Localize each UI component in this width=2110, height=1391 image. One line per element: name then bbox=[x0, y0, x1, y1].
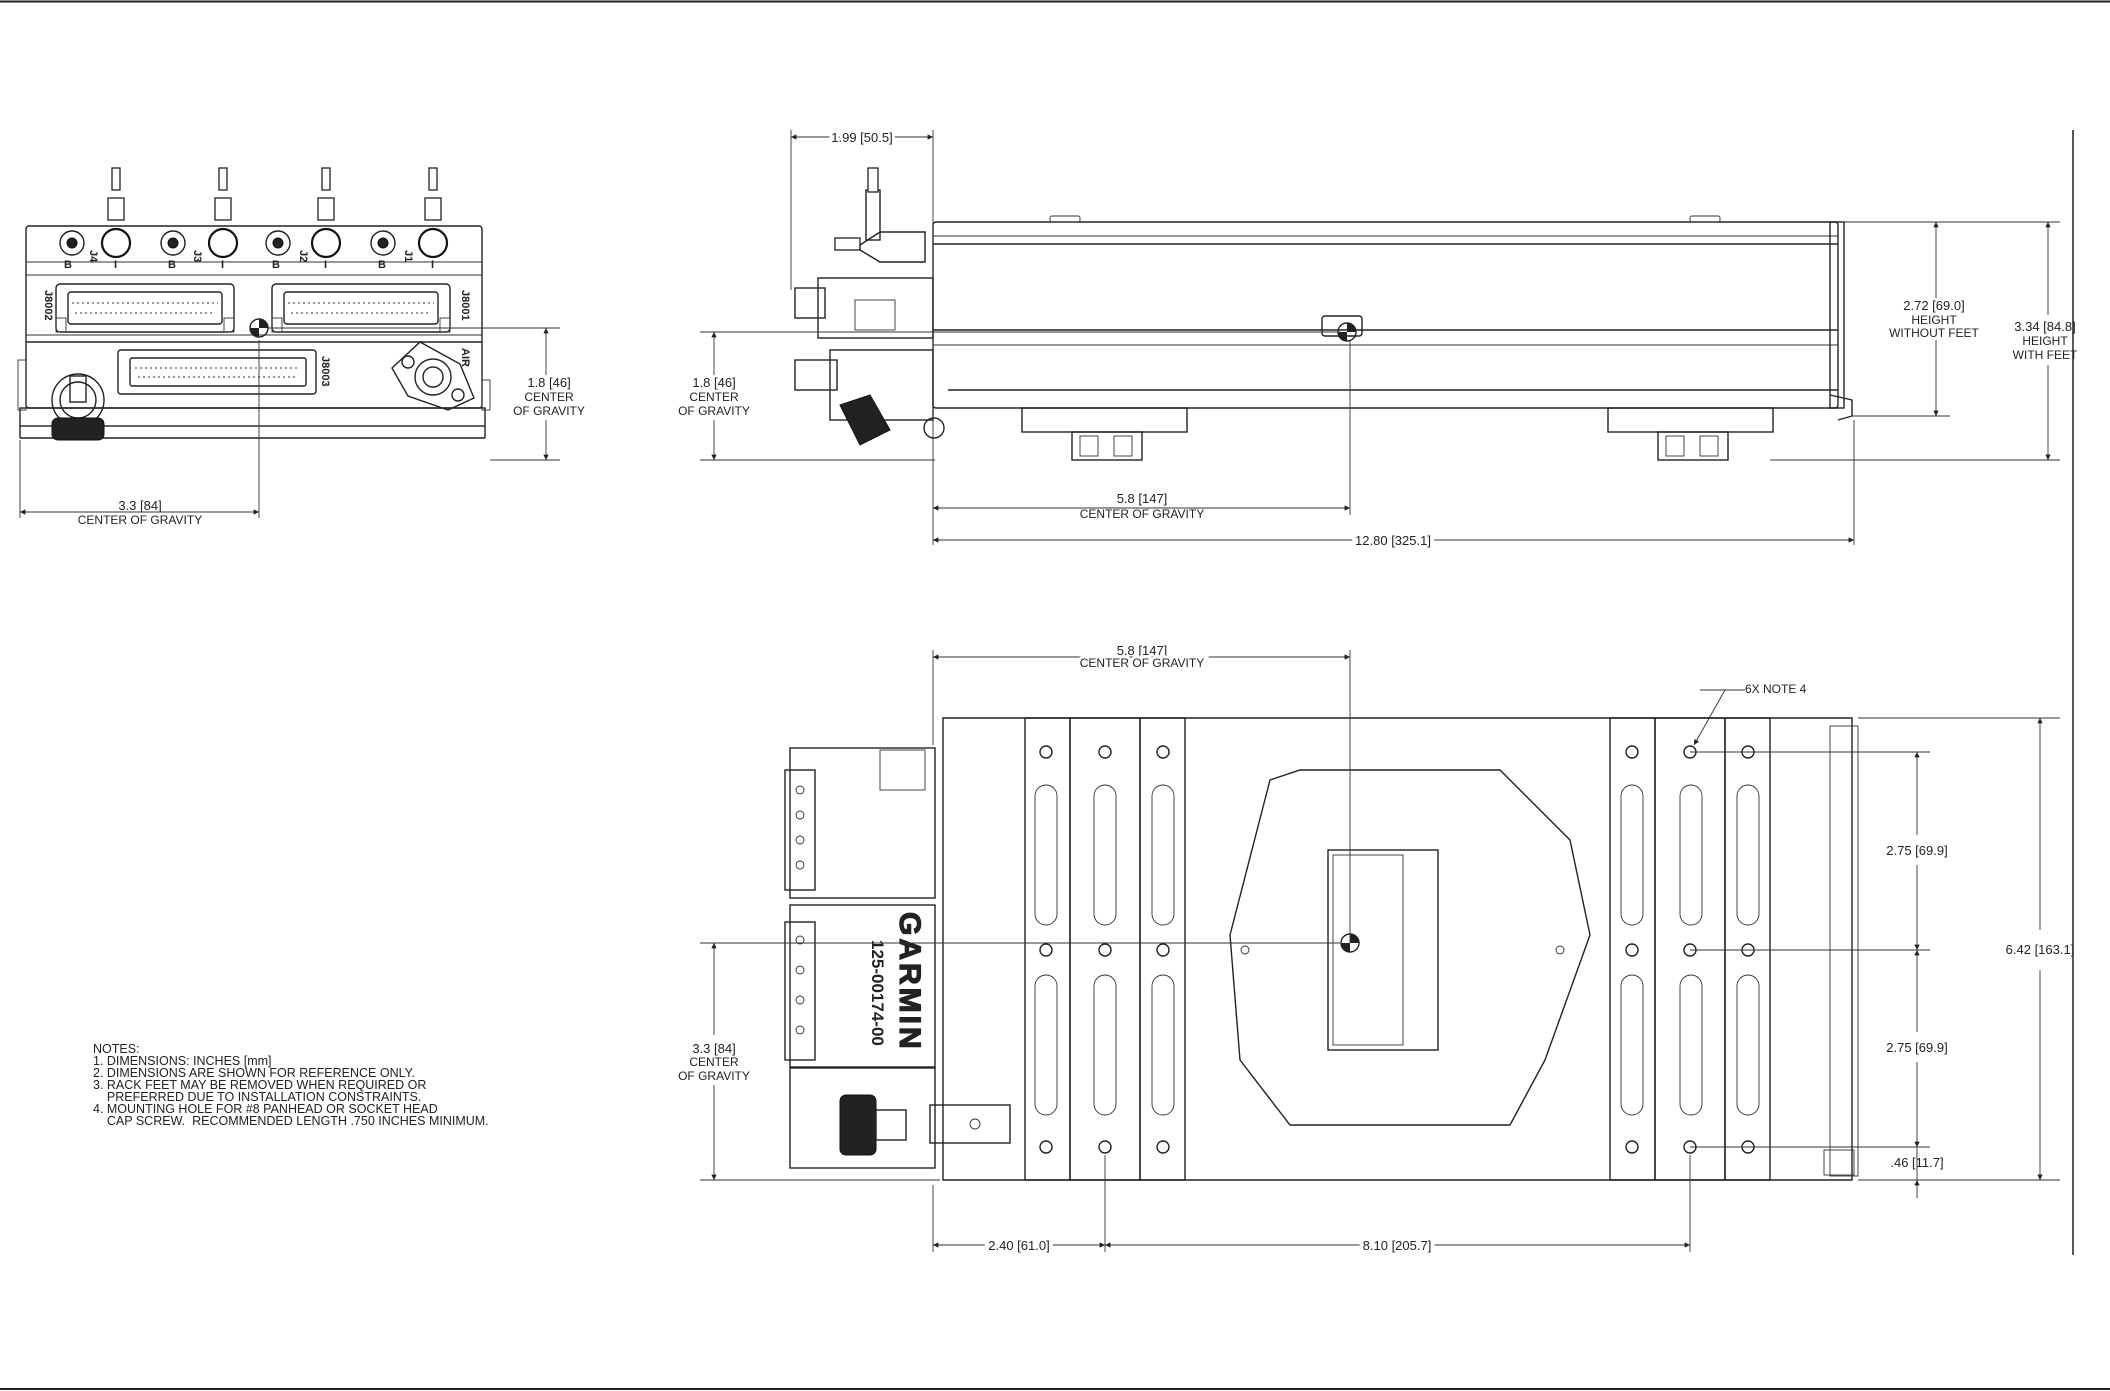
side-height-feet-label-1: HEIGHT bbox=[2022, 334, 2068, 348]
slots-front bbox=[1034, 784, 1175, 1116]
side-height-no-feet-dim: 2.72 [69.0] bbox=[1903, 298, 1964, 313]
hole-pitch-dim-1: 2.75 [69.9] bbox=[1886, 843, 1947, 858]
hose-fitting-j1 bbox=[370, 167, 449, 259]
pin-label-i-4: I bbox=[431, 259, 434, 271]
connector-label-j2: J2 bbox=[297, 250, 309, 262]
connector-label-j1: J1 bbox=[402, 250, 414, 262]
side-foot-front bbox=[1021, 407, 1188, 461]
pin-label-b-4: B bbox=[378, 259, 386, 271]
note-line-6: CAP SCREW. RECOMMENDED LENGTH .750 INCHE… bbox=[93, 1114, 489, 1128]
front-cg-height-label-2: OF GRAVITY bbox=[513, 404, 585, 418]
side-cg-height-label-2: OF GRAVITY bbox=[678, 404, 750, 418]
hole-span-dim: 8.10 [205.7] bbox=[1363, 1238, 1432, 1253]
connector-j8001 bbox=[271, 283, 451, 333]
hose-fitting-j4 bbox=[59, 167, 132, 259]
front-cg-width-dim: 3.3 [84] bbox=[118, 498, 161, 513]
side-height-feet-label-2: WITH FEET bbox=[2013, 348, 2078, 362]
hole-offset-dim: .46 [11.7] bbox=[1890, 1155, 1943, 1170]
front-cg-width-label: CENTER OF GRAVITY bbox=[78, 513, 202, 527]
note-line-5: 4. MOUNTING HOLE FOR #8 PANHEAD OR SOCKE… bbox=[93, 1102, 438, 1116]
connector-label-j4: J4 bbox=[87, 250, 99, 263]
part-number-text: 125-00174-00 bbox=[868, 940, 887, 1046]
side-height-feet-dim: 3.34 [84.8] bbox=[2014, 319, 2075, 334]
width-dim: 6.42 [163.1] bbox=[2006, 942, 2075, 957]
pin-label-b-1: B bbox=[64, 259, 72, 271]
air-port-label: AIR bbox=[459, 348, 471, 367]
pin-label-i-3: I bbox=[324, 259, 327, 271]
connector-label-j8002: J8002 bbox=[42, 290, 54, 321]
side-height-no-feet-label-2: WITHOUT FEET bbox=[1889, 326, 1979, 340]
side-foot-rear bbox=[1607, 407, 1774, 461]
top-view bbox=[784, 717, 1859, 1181]
side-height-no-feet-label-1: HEIGHT bbox=[1911, 313, 1957, 327]
note-line-2: 2. DIMENSIONS ARE SHOWN FOR REFERENCE ON… bbox=[93, 1066, 415, 1080]
retaining-knob bbox=[51, 373, 105, 441]
top-cg-length-dim: 5.8 [147] bbox=[1117, 643, 1168, 658]
side-cg-height-dim: 1.8 [46] bbox=[692, 375, 735, 390]
front-cg-height-label-1: CENTER bbox=[524, 390, 574, 404]
garmin-brand-text: GARMIN bbox=[893, 912, 926, 1052]
side-view-dimensions bbox=[700, 130, 2060, 545]
side-cg-length-label: CENTER OF GRAVITY bbox=[1080, 507, 1204, 521]
mounting-holes bbox=[1039, 745, 1755, 1154]
top-cg-width-label-2: OF GRAVITY bbox=[678, 1069, 750, 1083]
side-connector-depth-dim: 1.99 [50.5] bbox=[831, 130, 892, 145]
top-cg-length-label: CENTER OF GRAVITY bbox=[1080, 656, 1204, 670]
hose-fitting-j3 bbox=[160, 167, 239, 259]
hole-note-label: 6X NOTE 4 bbox=[1745, 682, 1807, 696]
top-cg-width-dim: 3.3 [84] bbox=[692, 1041, 735, 1056]
connector-label-j8001: J8001 bbox=[459, 290, 471, 321]
note-line-4: PREFERRED DUE TO INSTALLATION CONSTRAINT… bbox=[93, 1090, 421, 1104]
connector-j8002 bbox=[55, 283, 235, 333]
air-port bbox=[391, 341, 475, 411]
pin-label-b-3: B bbox=[272, 259, 280, 271]
side-cg-height-label-1: CENTER bbox=[689, 390, 739, 404]
pin-label-i-1: I bbox=[114, 259, 117, 271]
front-view: J4 J3 J2 J1 B I B I B I B I J8002 J800 bbox=[17, 167, 491, 441]
front-cg-height-dim: 1.8 [46] bbox=[527, 375, 570, 390]
top-cg-width-label-1: CENTER bbox=[689, 1055, 739, 1069]
slots-rear bbox=[1620, 784, 1760, 1116]
side-cg-length-dim: 5.8 [147] bbox=[1117, 491, 1168, 506]
notes-block: NOTES: 1. DIMENSIONS: INCHES [mm] 2. DIM… bbox=[93, 1042, 489, 1128]
connector-label-j8003: J8003 bbox=[319, 356, 331, 387]
note-line-1: 1. DIMENSIONS: INCHES [mm] bbox=[93, 1054, 272, 1068]
pin-label-i-2: I bbox=[221, 259, 224, 271]
top-view-dimensions bbox=[700, 650, 2060, 1252]
side-length-dim: 12.80 [325.1] bbox=[1355, 533, 1431, 548]
front-view-dimensions bbox=[19, 327, 560, 518]
side-view bbox=[794, 167, 1853, 461]
connector-label-j3: J3 bbox=[191, 250, 203, 262]
connector-j8003 bbox=[117, 349, 317, 395]
hose-fitting-j2 bbox=[265, 167, 342, 259]
notes-title: NOTES: bbox=[93, 1042, 140, 1056]
hole-pitch-dim-2: 2.75 [69.9] bbox=[1886, 1040, 1947, 1055]
note-line-3: 3. RACK FEET MAY BE REMOVED WHEN REQUIRE… bbox=[93, 1078, 426, 1092]
pin-label-b-2: B bbox=[168, 259, 176, 271]
front-hole-dim: 2.40 [61.0] bbox=[988, 1238, 1049, 1253]
